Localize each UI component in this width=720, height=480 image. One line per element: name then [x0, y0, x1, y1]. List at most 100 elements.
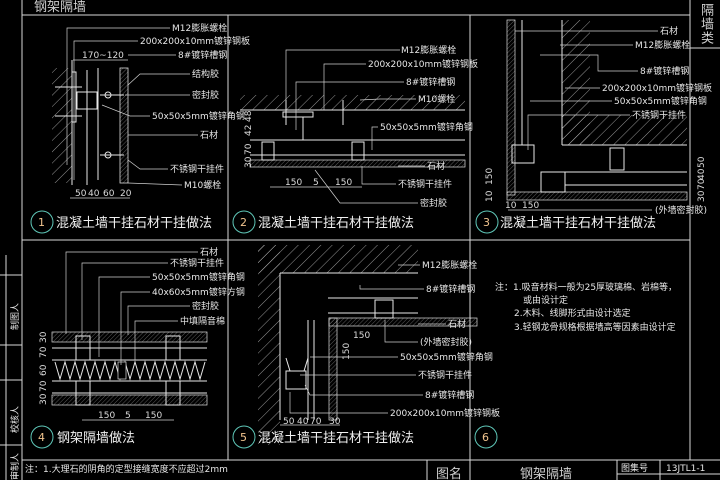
detail-marker-1 — [30, 210, 54, 234]
detail-number: 4 — [38, 431, 45, 444]
label: M12膨胀螺栓 — [635, 39, 690, 51]
label: 密封胶 — [192, 300, 219, 312]
atlas-no: 13JTL1-1 — [666, 464, 705, 474]
dimension: 70 — [310, 417, 322, 427]
label: 不锈钢干挂件 — [170, 257, 224, 269]
label: 不锈钢干挂件 — [418, 369, 472, 381]
detail-number: 6 — [482, 431, 489, 444]
detail-number: 3 — [483, 216, 490, 229]
label: 结构胶 — [192, 68, 219, 80]
dimension: 150 — [522, 201, 539, 211]
label: 中填隔音棉 — [180, 315, 225, 327]
label: M12膨胀螺栓 — [422, 259, 477, 271]
dimension: 50 — [75, 189, 87, 199]
label: 8#镀锌槽钢 — [178, 49, 227, 61]
reviewer-label: 审制人 — [9, 453, 21, 480]
dimension: 150 — [145, 411, 162, 421]
caption: 混凝土墙干挂石材干挂做法 — [258, 215, 414, 231]
atlas-no-label: 图集号 — [621, 462, 648, 474]
label: 石材 — [200, 246, 218, 258]
label: (外墙密封胶) — [420, 336, 472, 348]
label: 不锈钢干挂件 — [398, 178, 452, 190]
dimension: 60 — [39, 364, 49, 376]
label: (外墙密封胶) — [655, 204, 707, 216]
dimension: 170~120 — [82, 51, 124, 61]
detail-4: 石材 不锈钢干挂件 50x50x5mm镀锌角钢 40x60x5mm镀锌方钢 密封… — [39, 246, 245, 421]
detail-captions: 1 混凝土墙干挂石材干挂做法 2 混凝土墙干挂石材干挂做法 3 混凝土墙干挂石材… — [30, 210, 656, 449]
detail-number: 1 — [38, 216, 45, 229]
label: 50x50x5mm镀锌角钢 — [152, 110, 245, 122]
detail-5: M12膨胀螺栓 8#镀锌槽钢 石材 (外墙密封胶) 50x50x5mm镀锌角钢 … — [258, 245, 500, 445]
side-strip: 制图人 校核人 审制人 — [9, 303, 21, 480]
label: 不锈钢干挂件 — [632, 109, 686, 121]
detail-number: 5 — [240, 431, 247, 444]
label: 200x200x10mm镀锌钢板 — [368, 58, 478, 70]
dimension: 5 — [125, 411, 131, 421]
dimension: 150 — [285, 178, 302, 188]
dimension: 10 — [485, 190, 495, 202]
dimension: 42 — [244, 125, 254, 136]
label: 200x200x10mm镀锌钢板 — [390, 407, 500, 419]
label: 石材 — [427, 160, 445, 172]
dimension: 150 — [485, 168, 495, 185]
title-block: 注：1.大理石的阴角的定型接缝宽度不应超过2mm 图名 钢架隔墙 图集号 13J… — [25, 462, 705, 480]
dimension: 70 — [244, 143, 254, 155]
detail-1: M12膨胀螺栓 200x200x10mm镀锌钢板 8#镀锌槽钢 结构胶 密封胶 … — [52, 22, 250, 199]
label: M12膨胀螺栓 — [401, 44, 456, 56]
detail-3: 石材 M12膨胀螺栓 8#镀锌槽钢 200x200x10mm镀锌钢板 50x50… — [485, 19, 712, 216]
dimension: 60 — [103, 189, 115, 199]
dimension: 50 — [697, 156, 707, 168]
sheet-title: 钢架隔墙 — [34, 0, 86, 15]
drafter-label: 制图人 — [9, 303, 21, 330]
dimension: 150 — [98, 411, 115, 421]
dimension: 30 — [697, 190, 707, 202]
label: M10螺栓 — [184, 179, 221, 191]
dimension: 70 — [39, 346, 49, 358]
detail-marker-6 — [474, 425, 498, 449]
label: M10螺栓 — [418, 93, 455, 105]
dimension: 10 — [505, 201, 517, 211]
general-note: 注：1.大理石的阴角的定型接缝宽度不应超过2mm — [25, 463, 228, 475]
label: 200x200x10mm镀锌钢板 — [140, 35, 250, 47]
detail-marker-5 — [232, 425, 256, 449]
note-line: 2.木料、线脚形式由设计选定 — [514, 307, 631, 319]
category-vertical: 隔墙类 — [698, 3, 713, 45]
detail-marker-2 — [232, 210, 256, 234]
label: 不锈钢干挂件 — [170, 163, 224, 175]
checker-label: 校核人 — [9, 406, 21, 433]
dimension: 70 — [697, 178, 707, 190]
label: 密封胶 — [420, 197, 447, 209]
label: 50x50x5mm镀锌角钢 — [614, 95, 707, 107]
detail-6-notes: 注：1.吸音材料一般为25厚玻璃棉、岩棉等， 或由设计定 2.木料、线脚形式由设… — [495, 281, 677, 333]
dimension: 150 — [353, 331, 370, 341]
label: 石材 — [448, 318, 466, 330]
dimension: 150 — [335, 178, 352, 188]
caption: 混凝土墙干挂石材干挂做法 — [258, 430, 414, 446]
note-line: 注：1.吸音材料一般为25厚玻璃棉、岩棉等， — [495, 281, 677, 293]
detail-marker-3 — [475, 210, 499, 234]
dimension: 30 — [39, 393, 49, 405]
detail-2: M12膨胀螺栓 200x200x10mm镀锌钢板 8#镀锌槽钢 M10螺栓 50… — [240, 44, 478, 209]
dimension: 30 — [244, 156, 254, 168]
caption: 钢架隔墙做法 — [57, 431, 135, 446]
dimension: 150 — [342, 343, 352, 360]
dimension: 40 — [297, 417, 309, 427]
label: 200x200x10mm镀锌钢板 — [602, 82, 712, 94]
label: 8#镀锌槽钢 — [426, 283, 475, 295]
detail-marker-4 — [30, 425, 54, 449]
note-line: 或由设计定 — [523, 294, 568, 306]
label: 40x60x5mm镀锌方钢 — [152, 286, 245, 298]
label: 50x50x5mm镀锌角钢 — [152, 271, 245, 283]
caption: 混凝土墙干挂石材干挂做法 — [500, 215, 656, 231]
dimension: 20 — [120, 189, 132, 199]
dimension: 50 — [283, 417, 295, 427]
label: 石材 — [660, 25, 678, 37]
drawing-name-label: 图名 — [436, 466, 462, 480]
label: M12膨胀螺栓 — [172, 22, 227, 34]
label: 8#镀锌槽钢 — [406, 76, 455, 88]
label: 石材 — [200, 129, 218, 141]
label: 8#镀锌槽钢 — [425, 389, 474, 401]
caption: 混凝土墙干挂石材干挂做法 — [56, 215, 212, 231]
